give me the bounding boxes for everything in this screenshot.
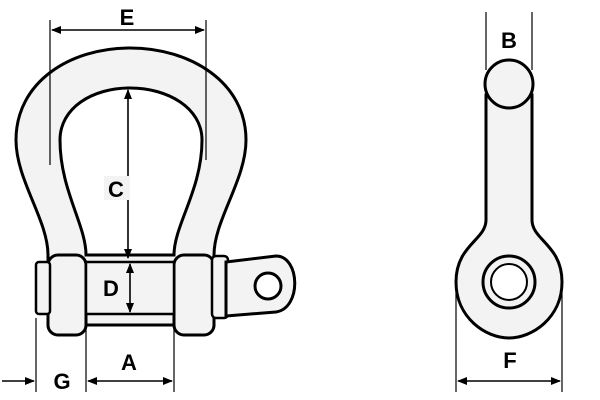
- dimension-d: D: [103, 263, 134, 313]
- dimension-e: E: [49, 5, 207, 165]
- dimension-f: F: [455, 285, 563, 392]
- dimension-g: G: [2, 318, 71, 394]
- dimension-b: B: [485, 12, 533, 70]
- label-d: D: [103, 276, 119, 301]
- dimension-a: A: [85, 318, 175, 392]
- shackle-left-ear: [46, 253, 88, 337]
- pin-left-end: [34, 260, 52, 316]
- side-pin-ring-inner: [490, 263, 528, 301]
- label-c: C: [108, 177, 124, 202]
- pin-eye-hole: [253, 271, 283, 301]
- shackle-front-view: [14, 46, 297, 337]
- side-bow-section: [483, 58, 535, 110]
- label-g: G: [53, 369, 70, 394]
- label-b: B: [501, 28, 517, 53]
- shackle-side-view: [454, 58, 564, 340]
- label-f: F: [503, 348, 516, 373]
- dimension-c: C: [104, 89, 132, 259]
- shackle-right-ear: [172, 253, 216, 337]
- label-e: E: [120, 5, 135, 30]
- label-a: A: [121, 350, 137, 375]
